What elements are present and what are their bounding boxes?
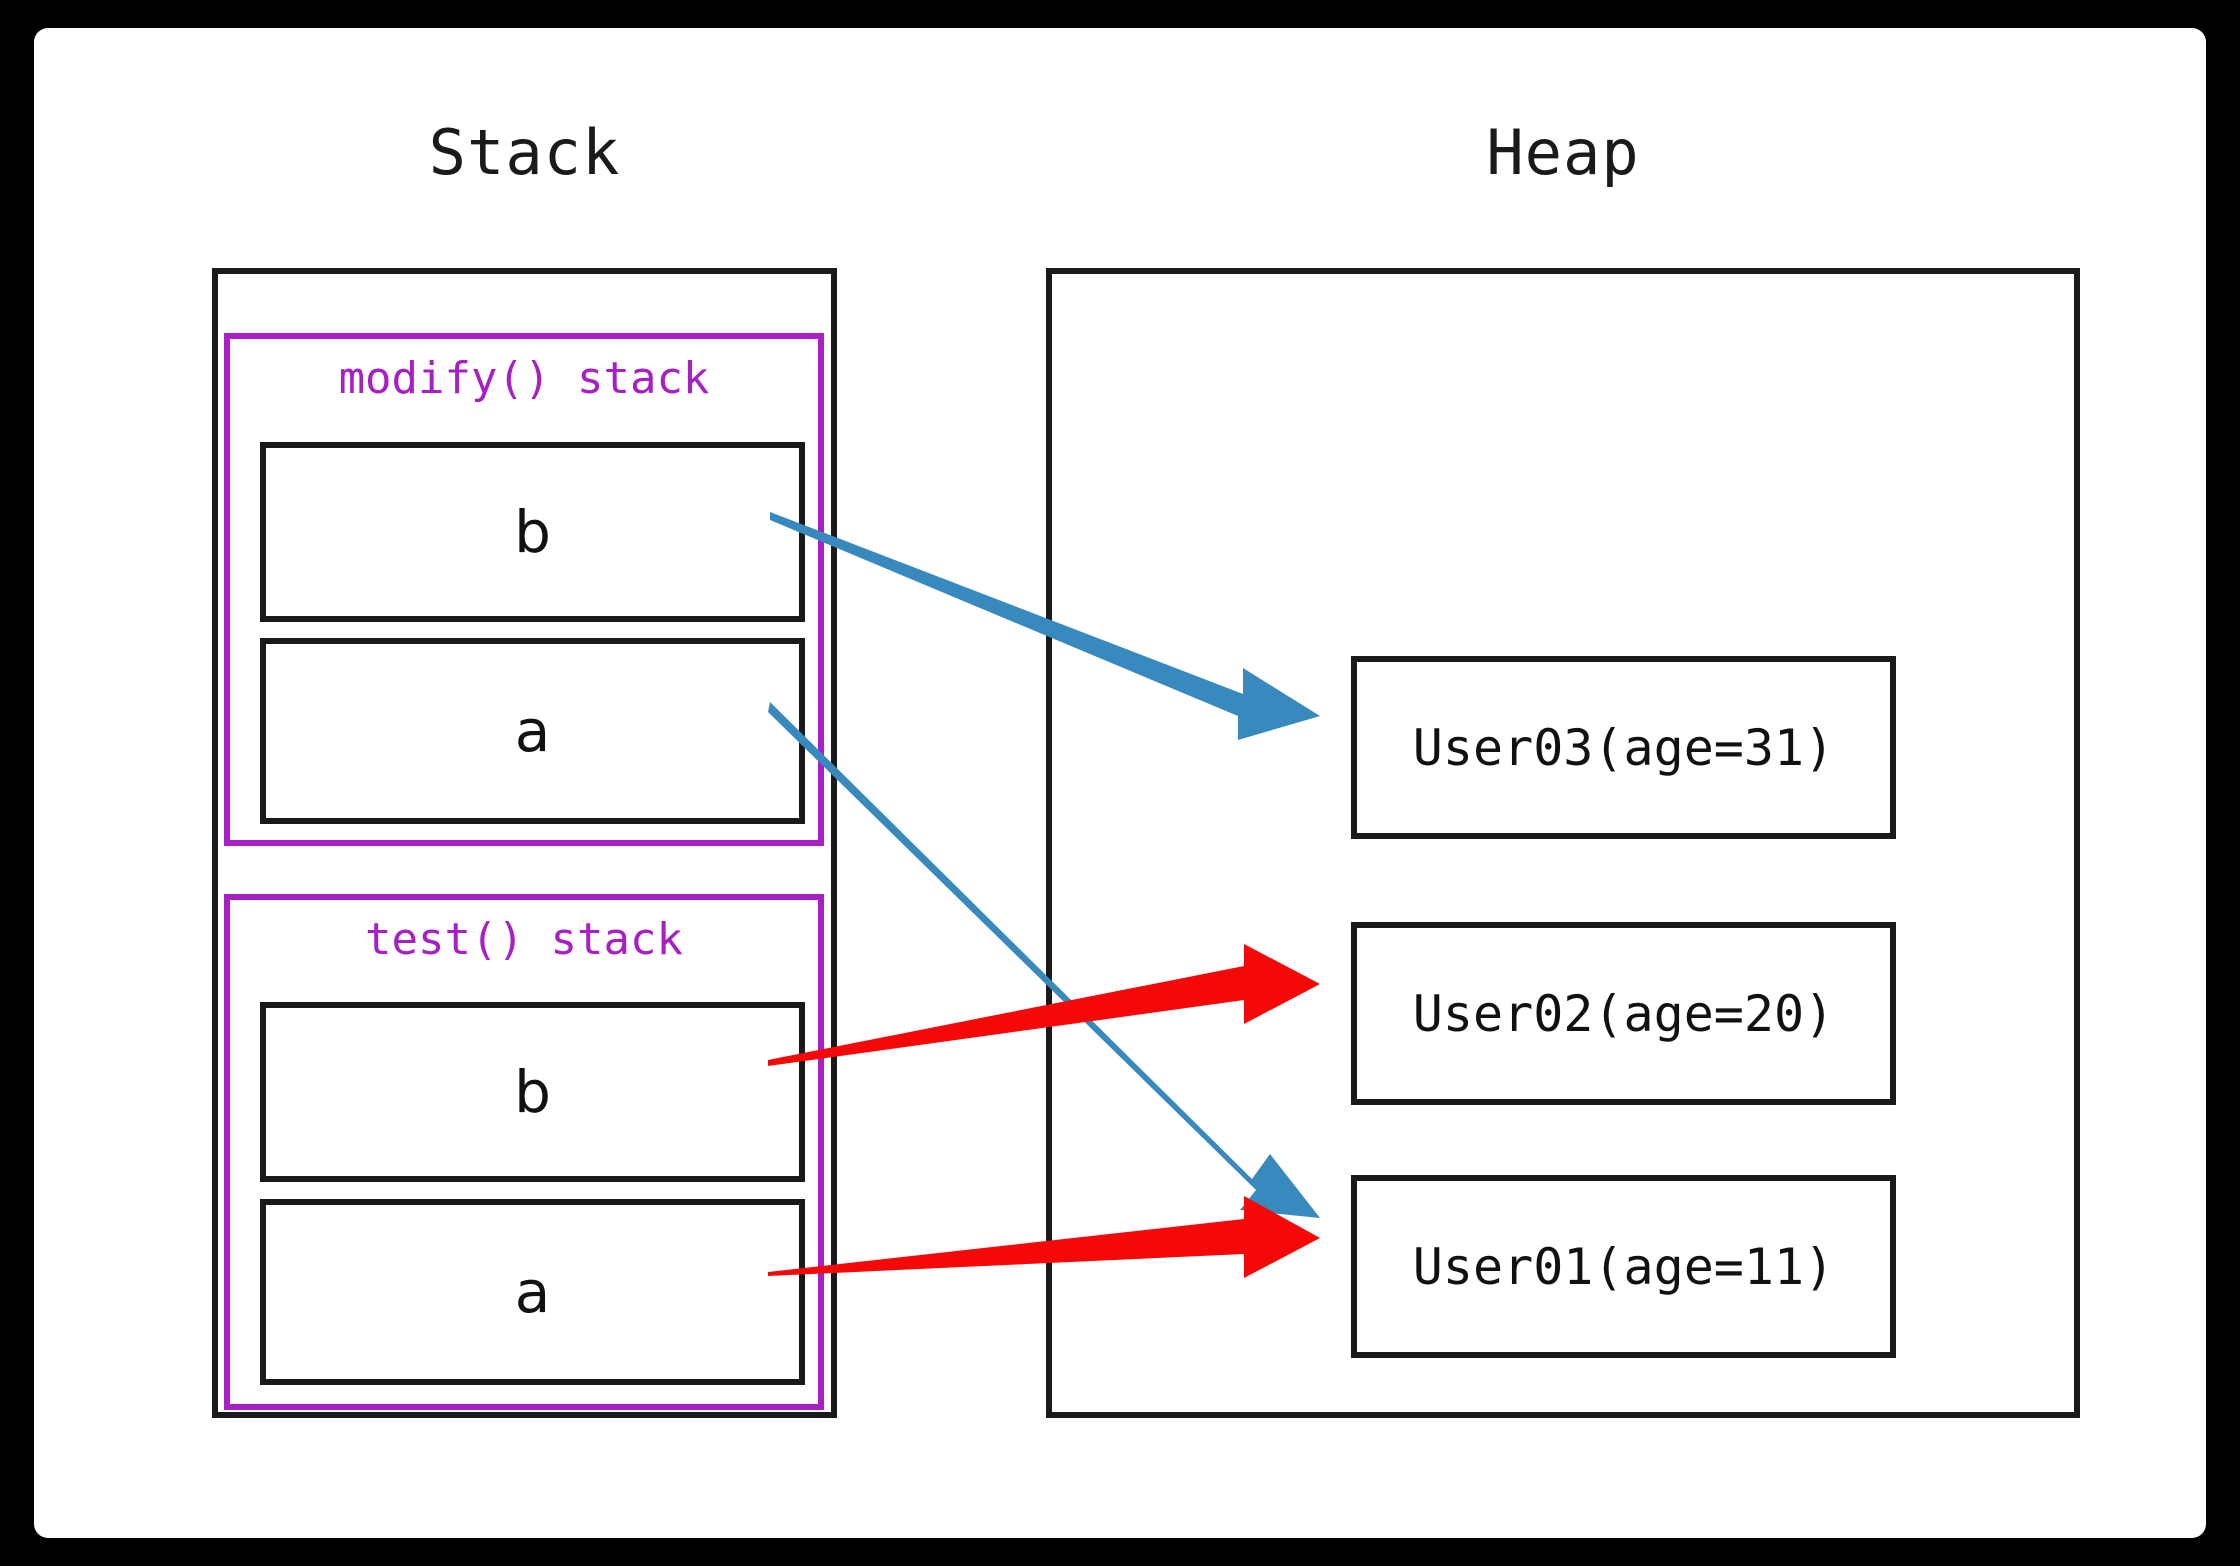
diagram-canvas: Stack Heap modify() stack b a test() sta… [34, 28, 2206, 1538]
stack-slot-modify-a[interactable]: a [260, 638, 805, 824]
stack-slot-modify-a-label: a [514, 697, 551, 765]
stack-slot-modify-b[interactable]: b [260, 442, 805, 622]
heap-object-user03-label: User03(age=31) [1412, 718, 1835, 777]
heap-section-title: Heap [1486, 116, 1640, 189]
stack-section-title: Stack [428, 116, 621, 189]
heap-object-user02[interactable]: User02(age=20) [1351, 922, 1896, 1105]
stack-slot-test-b-label: b [514, 1058, 551, 1126]
modify-stack-frame-label: modify() stack [338, 353, 710, 404]
heap-object-user03[interactable]: User03(age=31) [1351, 656, 1896, 839]
heap-object-user01-label: User01(age=11) [1412, 1237, 1835, 1296]
stack-slot-test-a-label: a [514, 1258, 551, 1326]
test-stack-frame-label: test() stack [365, 914, 683, 965]
stack-slot-test-a[interactable]: a [260, 1199, 805, 1385]
stack-slot-modify-b-label: b [514, 498, 551, 566]
heap-object-user01[interactable]: User01(age=11) [1351, 1175, 1896, 1358]
stack-slot-test-b[interactable]: b [260, 1002, 805, 1182]
heap-object-user02-label: User02(age=20) [1412, 984, 1835, 1043]
